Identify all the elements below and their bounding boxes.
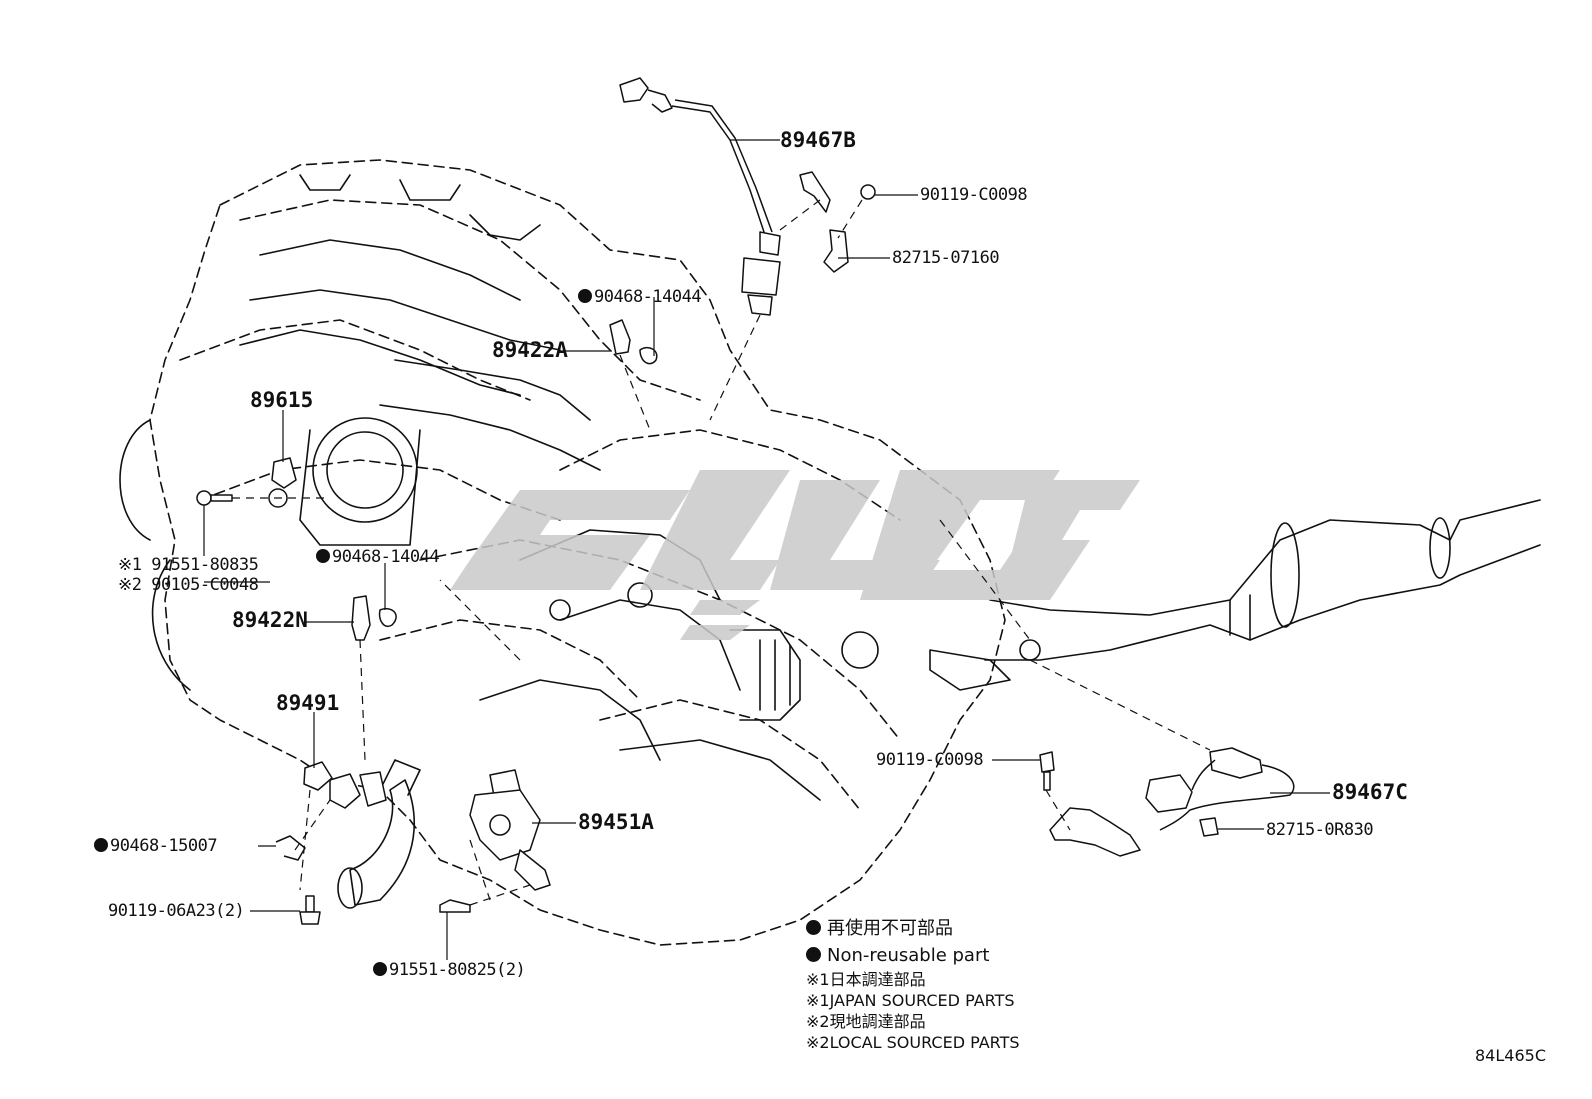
legend-dot-icon xyxy=(806,920,821,935)
part-90119-c0098-right-label[interactable]: 90119-C0098 xyxy=(876,750,984,770)
part-91551-80825-label[interactable]: 91551-80825(2) xyxy=(373,960,526,980)
legend: 再使用不可部品 Non-reusable part ※1日本調達部品 ※1JAP… xyxy=(806,915,1020,1053)
part-91551-80835-label[interactable]: ※1 91551-80835 xyxy=(118,555,259,575)
part-90105-c0048-label[interactable]: ※2 90105-C0048 xyxy=(118,575,259,595)
part-90119-c0098-top-label[interactable]: 90119-C0098 xyxy=(920,185,1028,205)
legend-dot-icon xyxy=(806,947,821,962)
part-89615-label[interactable]: 89615 xyxy=(250,388,314,412)
part-89451A-label[interactable]: 89451A xyxy=(578,810,654,834)
legend-row-local-jp: ※2現地調達部品 xyxy=(806,1012,926,1031)
part-90468-15007-label[interactable]: 90468-15007 xyxy=(94,836,218,856)
part-82715-0r830-label[interactable]: 82715-0R830 xyxy=(1266,820,1374,840)
part-90119-06a23-label[interactable]: 90119-06A23(2) xyxy=(108,901,245,921)
non-reusable-dot-icon xyxy=(373,962,387,976)
legend-row-japan-jp: ※1日本調達部品 xyxy=(806,970,926,989)
figure-code: 84L465C xyxy=(1475,1046,1546,1065)
legend-row-japan-en: ※1JAPAN SOURCED PARTS xyxy=(806,991,1015,1010)
part-89467B-label[interactable]: 89467B xyxy=(780,128,856,152)
non-reusable-dot-icon xyxy=(316,549,330,563)
legend-row-local-en: ※2LOCAL SOURCED PARTS xyxy=(806,1033,1020,1052)
part-90468-14044-top-label[interactable]: 90468-14044 xyxy=(578,287,702,307)
legend-row-nonreusable-en: Non-reusable part xyxy=(806,942,1020,969)
non-reusable-dot-icon xyxy=(94,838,108,852)
non-reusable-dot-icon xyxy=(578,289,592,303)
part-90468-14044-mid-label[interactable]: 90468-14044 xyxy=(316,547,440,567)
part-82715-07160-label[interactable]: 82715-07160 xyxy=(892,248,1000,268)
part-89491-label[interactable]: 89491 xyxy=(276,691,340,715)
part-89422A-label[interactable]: 89422A xyxy=(492,338,568,362)
part-89422N-label[interactable]: 89422N xyxy=(232,608,308,632)
part-89467C-label[interactable]: 89467C xyxy=(1332,780,1408,804)
legend-row-nonreusable-jp: 再使用不可部品 xyxy=(806,915,1020,942)
